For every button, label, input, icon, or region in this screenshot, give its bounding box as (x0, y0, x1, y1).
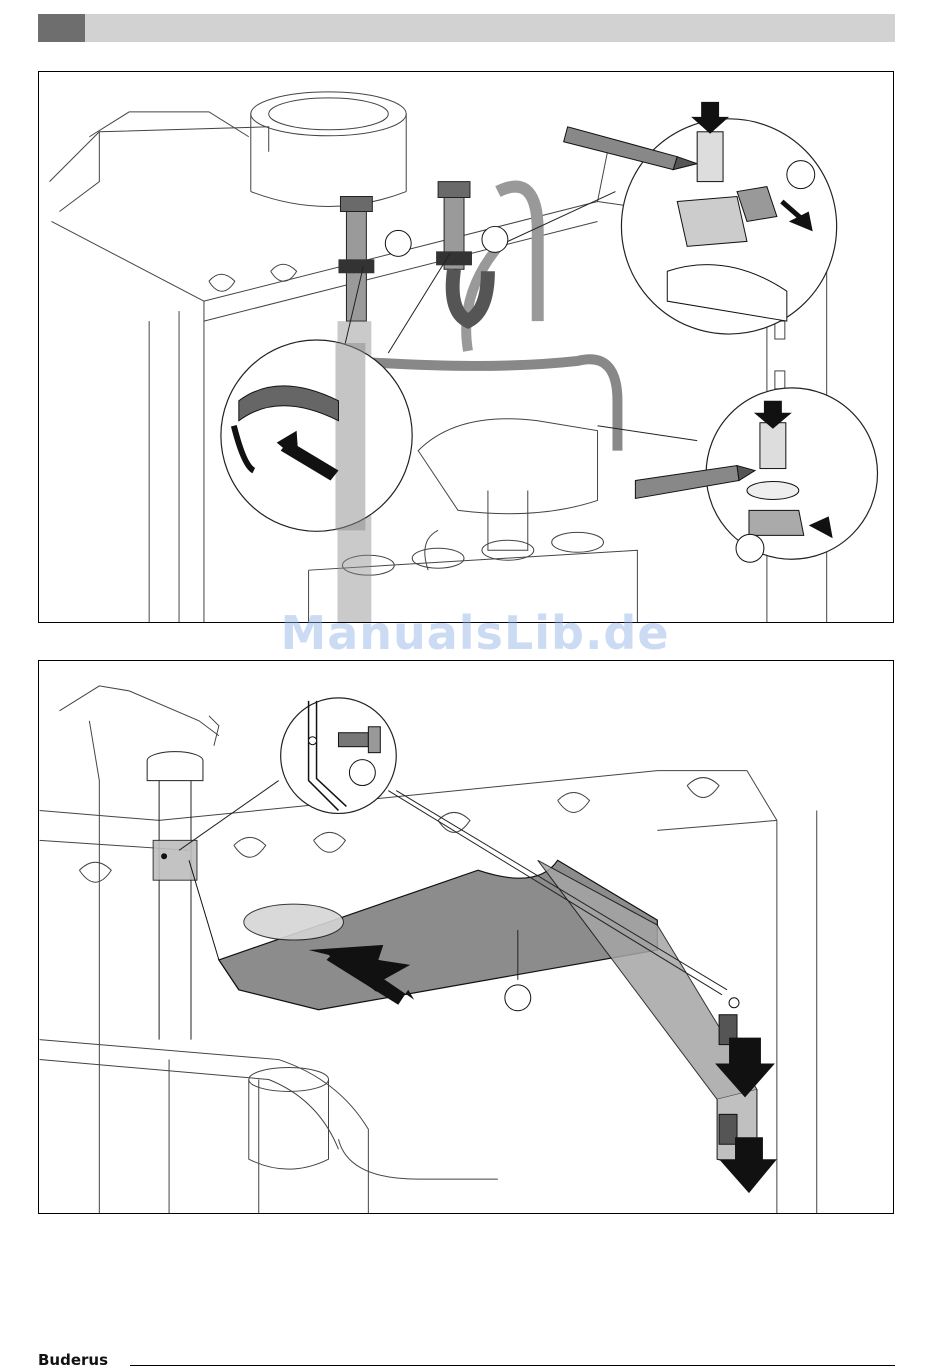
left-pipe (147, 752, 203, 1040)
callout-clip-detail (221, 340, 412, 531)
callout-sealant-top (564, 102, 837, 334)
boiler-top-edge (59, 686, 218, 736)
figure-pipe-connections (38, 71, 894, 623)
callout-marker-1 (385, 230, 411, 256)
figure-2-illustration (39, 661, 893, 1213)
header-bar (38, 14, 895, 42)
flue-top (251, 92, 406, 136)
watermark: ManualsLib.de (0, 606, 950, 660)
callout-marker-bracket (505, 985, 531, 1011)
header-block (38, 14, 85, 42)
callout-screw-detail (281, 698, 397, 814)
brand-logo: Buderus (38, 1351, 108, 1369)
rear-rail (40, 771, 747, 821)
s-pipe (498, 187, 538, 322)
callout-marker-2 (482, 226, 508, 252)
mounting-bracket (189, 860, 757, 1169)
boiler-left-edge (52, 221, 204, 622)
figure-bracket-mounting (38, 660, 894, 1214)
callout-sealant-bottom (635, 388, 877, 562)
handle-left (89, 112, 248, 137)
boiler-top-left-line (50, 127, 269, 182)
footer-rule (130, 1365, 895, 1366)
left-post (149, 311, 179, 622)
figure-1-illustration (39, 72, 893, 622)
pump-body (418, 419, 597, 514)
